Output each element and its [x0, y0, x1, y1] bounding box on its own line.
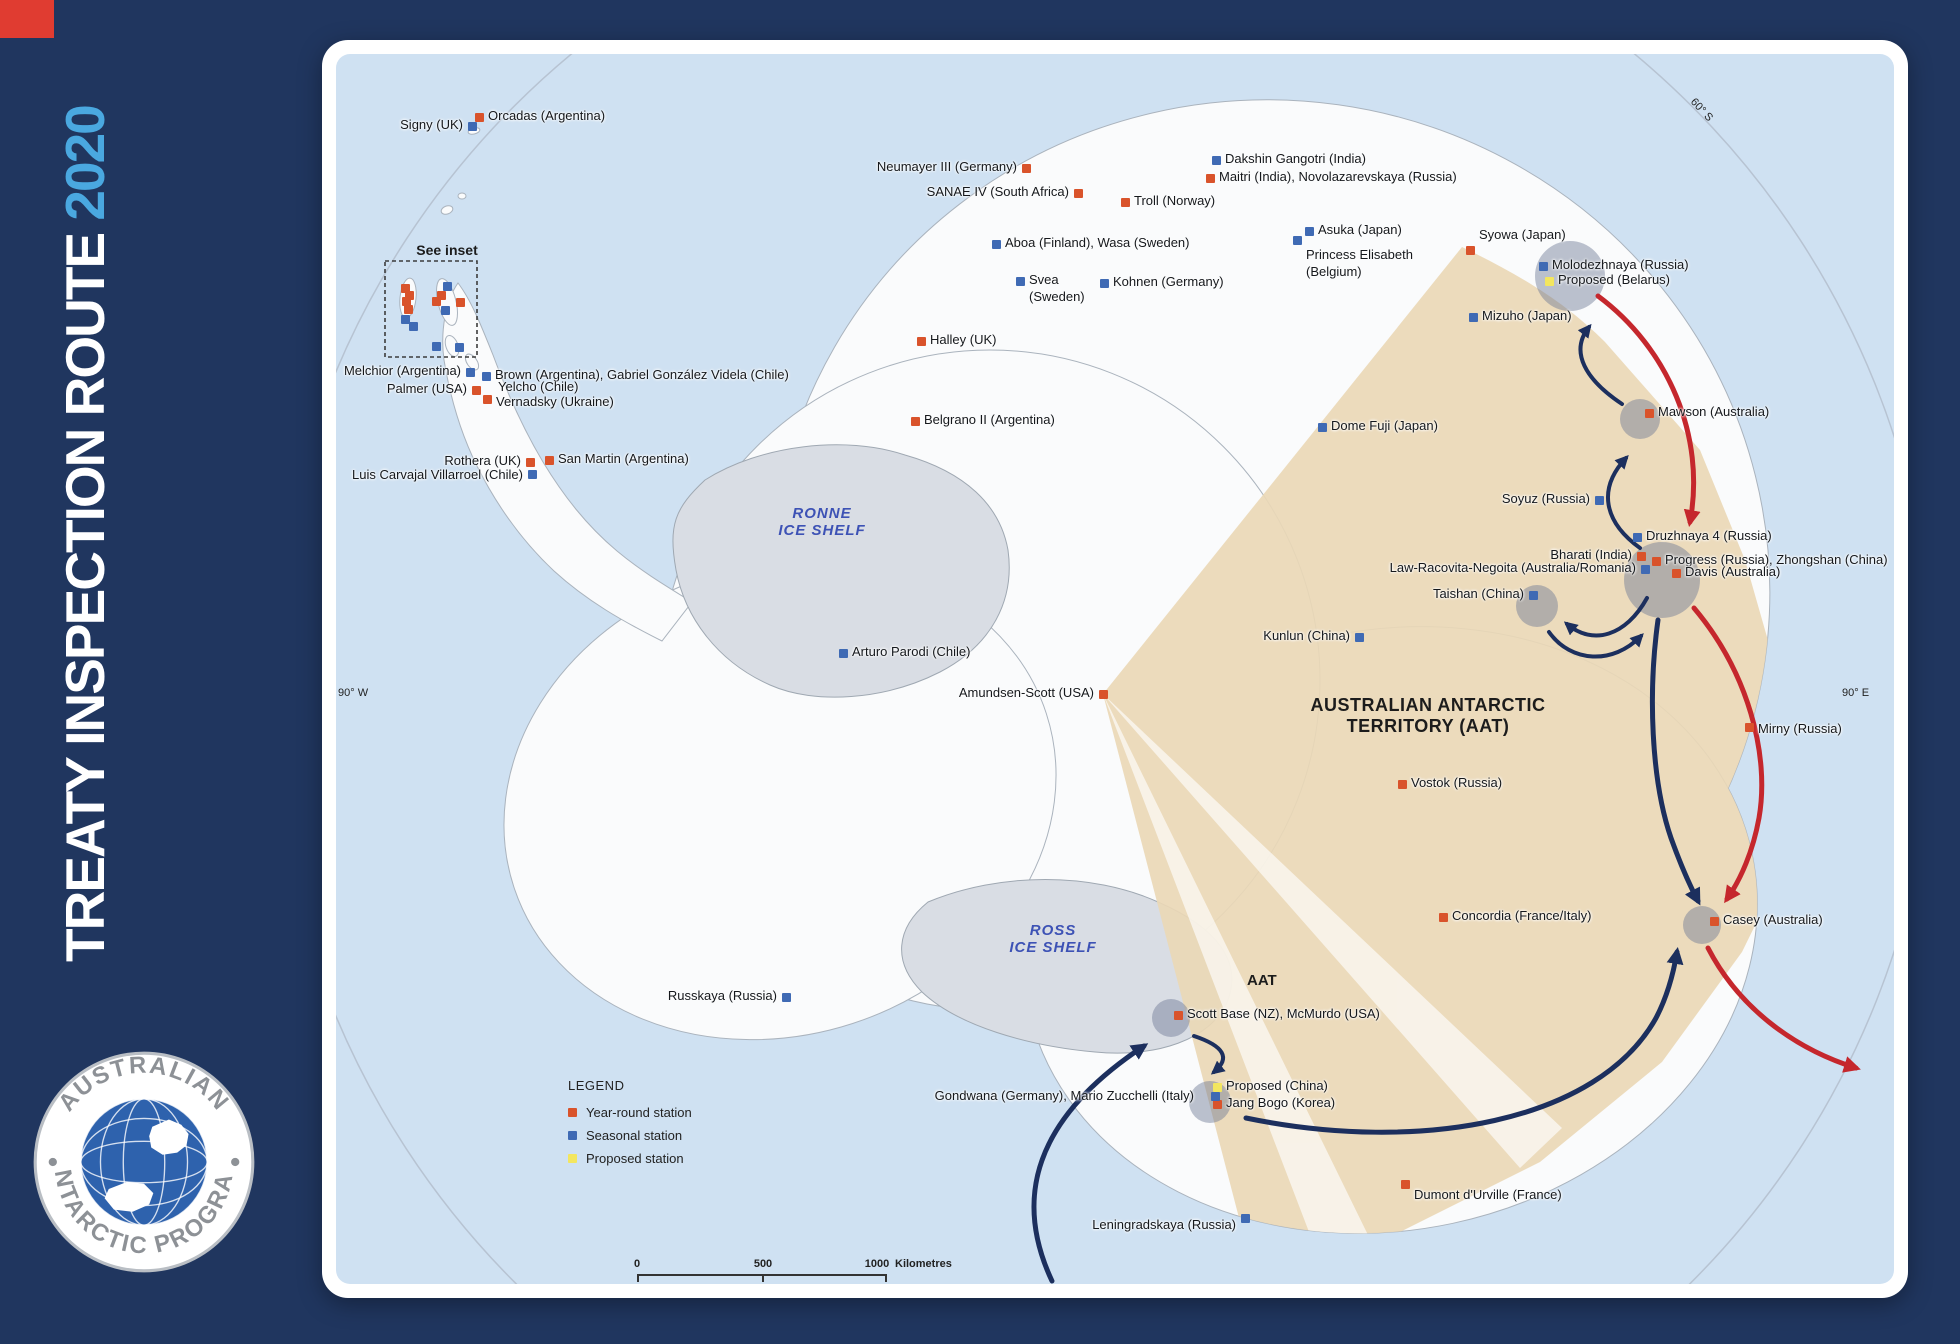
inspection-site-circle	[1620, 399, 1660, 439]
inspection-site-circle	[1624, 542, 1700, 618]
ice-shelves	[672, 444, 1233, 1054]
page-title-year: 2020	[54, 106, 116, 221]
antarctica-map	[336, 54, 1894, 1284]
inspection-site-circle	[1535, 241, 1605, 311]
route-navy	[1547, 630, 1644, 659]
route-arrows	[1031, 293, 1861, 1284]
route-red	[1705, 945, 1861, 1073]
inspection-site-circle	[1189, 1081, 1231, 1123]
page-title: TREATY INSPECTION ROUTE 2020	[54, 106, 116, 962]
inset-box	[384, 260, 478, 358]
route-navy	[1243, 946, 1684, 1135]
logo-antarctica-shape	[104, 1181, 154, 1212]
logo-graticule	[80, 1098, 208, 1226]
logo-dot-right	[231, 1157, 240, 1167]
map-area	[336, 54, 1894, 1284]
route-red	[1595, 293, 1701, 528]
logo-dot-left	[48, 1157, 57, 1167]
inspection-site-circle	[1152, 999, 1190, 1037]
inspection-site-circle	[1683, 906, 1721, 944]
corner-tab	[0, 0, 54, 38]
route-navy	[1031, 1043, 1149, 1284]
route-navy	[1192, 1034, 1226, 1075]
ronne-ice-shelf	[672, 444, 1010, 698]
aap-logo: AUSTRALIAN ANTARCTIC PROGRAM	[30, 1048, 255, 1273]
route-red	[1691, 605, 1765, 904]
route-navy	[1577, 323, 1624, 406]
inspection-highlights	[1152, 241, 1721, 1123]
inspection-site-circle	[1516, 585, 1558, 627]
logo-australia-shape	[149, 1119, 189, 1155]
page-title-main: TREATY INSPECTION ROUTE	[54, 220, 116, 962]
route-navy	[1606, 455, 1642, 550]
antarctic-peninsula	[442, 282, 693, 642]
map-panel	[322, 40, 1908, 1298]
route-navy	[1563, 596, 1649, 638]
aat-territory	[1103, 247, 1792, 1268]
route-navy	[1649, 617, 1701, 906]
aat-white-rays	[1103, 694, 1562, 1284]
